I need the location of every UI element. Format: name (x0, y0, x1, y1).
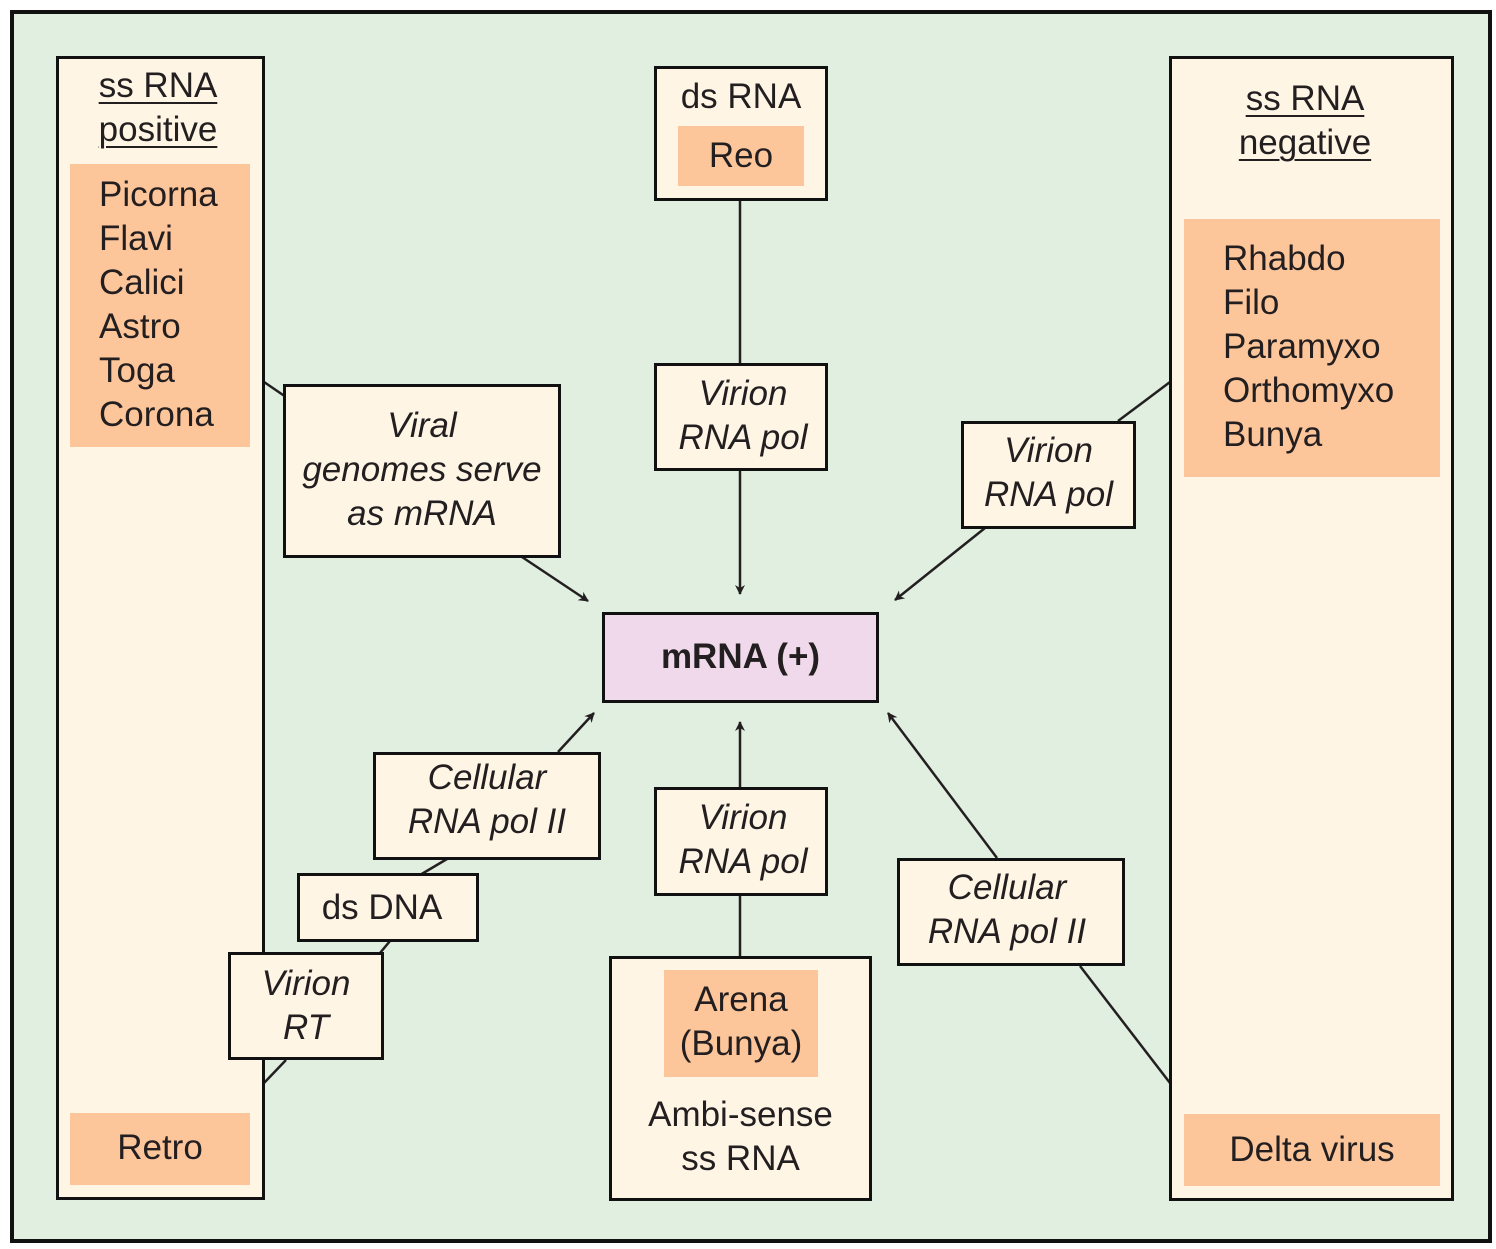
cellular-rna-pol-right-box (897, 858, 1125, 966)
line-retro-to-rt (263, 1059, 287, 1084)
viral-genomes-box (283, 384, 561, 558)
positive-family-list: Picorna Flavi Calici Astro Toga Corona (99, 173, 218, 437)
family-delta-virus: Delta virus (1229, 1130, 1395, 1169)
virion-rna-pol-top-box (654, 363, 828, 471)
viral-genomes-label: Viral genomes serve as mRNA (302, 406, 542, 533)
ambisense-family-list: Arena (Bunya) (664, 978, 818, 1066)
ss-rna-positive-heading: ss RNA positive (98, 66, 218, 149)
virion-rna-pol-right-box (961, 421, 1136, 529)
virion-rt-label: Virion RT (261, 964, 351, 1047)
mrna-label: mRNA (+) (660, 637, 821, 676)
family-bunya: Bunya (1223, 415, 1323, 454)
arrow-cellular-to-mrna-right (887, 712, 998, 859)
ambisense-label: Ambi-sense ss RNA (648, 1095, 833, 1178)
mrna-box (602, 612, 879, 703)
family-reo: Reo (708, 136, 774, 175)
family-rhabdo: Rhabdo (1223, 239, 1346, 278)
virion-rna-pol-top-label: Virion RNA pol (678, 374, 808, 457)
arrow-pol-to-mrna-right (894, 527, 986, 601)
virion-rna-pol-bottom-label: Virion RNA pol (678, 798, 808, 881)
virion-rna-pol-bottom-box (654, 787, 828, 896)
family-filo: Filo (1223, 283, 1280, 322)
cellular-rna-pol-left-box (373, 752, 601, 860)
negative-families-block (1184, 219, 1440, 477)
family-picorna: Picorna (99, 175, 218, 214)
delta-block (1184, 1114, 1440, 1186)
family-toga: Toga (99, 351, 175, 390)
line-delta-to-cellular (1079, 965, 1171, 1084)
ds-rna-heading: ds RNA (680, 77, 802, 116)
line-negative-to-pol (1117, 381, 1171, 422)
family-orthomyxo: Orthomyxo (1223, 371, 1395, 410)
negative-family-list: Rhabdo Filo Paramyxo Orthomyxo Bunya (1223, 237, 1394, 457)
virion-rna-pol-right-label: Virion RNA pol (983, 431, 1114, 514)
cellular-rna-pol-right-label: Cellular RNA pol II (927, 868, 1087, 951)
line-rt-to-dsdna (379, 940, 391, 954)
family-calici: Calici (99, 263, 185, 302)
family-astro: Astro (99, 307, 181, 346)
family-retro: Retro (117, 1128, 203, 1167)
arrow-viral-to-mrna (521, 555, 589, 603)
arrow-cellular-to-mrna (557, 712, 595, 753)
family-arena: Arena (694, 980, 788, 1019)
line-positive-to-viral (263, 380, 287, 399)
ds-dna-label: ds DNA (321, 888, 443, 927)
family-paramyxo: Paramyxo (1223, 327, 1381, 366)
family-flavi: Flavi (99, 219, 173, 258)
positive-families-block (70, 164, 250, 447)
line-dsdna-to-cellular (419, 857, 448, 877)
ss-rna-negative-heading: ss RNA negative (1238, 79, 1372, 162)
family-corona: Corona (99, 395, 214, 434)
ds-dna-box (297, 873, 479, 942)
cellular-rna-pol-left-label: Cellular RNA pol II (407, 758, 567, 841)
reo-block (678, 126, 804, 186)
family-bunya-ambisense: (Bunya) (679, 1024, 803, 1063)
virion-rt-box (228, 952, 384, 1060)
arena-block (664, 970, 818, 1077)
retro-block (70, 1113, 250, 1185)
